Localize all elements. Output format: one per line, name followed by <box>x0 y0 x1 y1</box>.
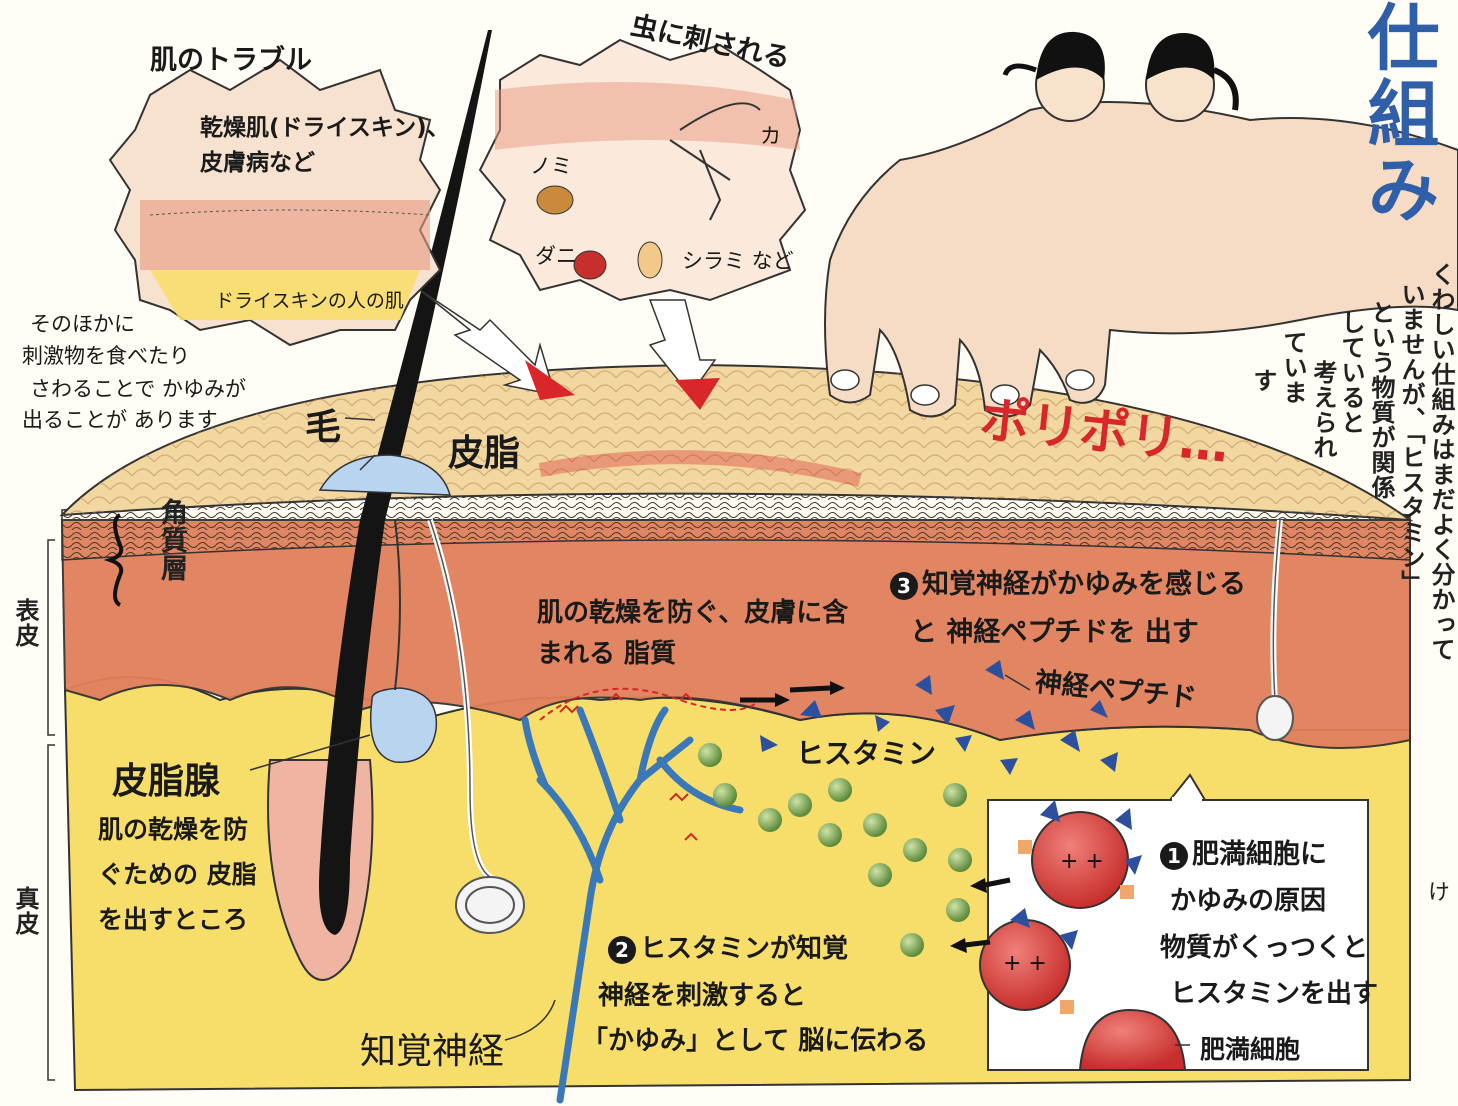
right-column-3: という物質が関係 <box>1364 300 1399 500</box>
label-dermis: 真皮 <box>8 886 43 936</box>
right-column-1: くわしい仕組みはまだよく分かって <box>1424 262 1458 662</box>
side-note-1: そのほかに <box>30 308 135 338</box>
right-column-2: いませんが、「ヒスタミン」 <box>1394 282 1429 595</box>
sebaceous-gland <box>371 688 437 762</box>
sebaceous-desc-3: を出すところ <box>98 900 248 936</box>
svg-text:+ +: + + <box>1060 849 1104 874</box>
right-column-5: 考えられ <box>1306 360 1341 460</box>
insect-flea-label: ノミ <box>530 150 572 180</box>
illustration-credit: え・うちやま だいすけ <box>1420 880 1458 1106</box>
lipid-text-2: まれる 脂質 <box>537 633 676 670</box>
step-1-line-4: ヒスタミンを出す <box>1170 973 1378 1010</box>
lipid-text-1: 肌の乾燥を防ぐ、皮膚に含 <box>537 592 848 629</box>
step-2-line-2: 神経を刺激すると <box>598 975 806 1012</box>
title-vertical: 仕組み <box>1345 0 1450 228</box>
step-1-number: 1 <box>1160 842 1188 870</box>
side-note-3: さわることで かゆみが <box>30 373 246 403</box>
right-column-7: す <box>1246 368 1281 393</box>
step-3-line-2: と 神経ペプチドを 出す <box>910 610 1199 649</box>
side-note-4: 出ることが あります <box>22 404 218 434</box>
trouble-text-1: 乾燥肌(ドライスキン)、 <box>200 108 450 142</box>
tick-icon <box>574 251 606 279</box>
label-histamine: ヒスタミン <box>796 732 936 772</box>
label-sebum: 皮脂 <box>448 424 520 476</box>
label-epidermis: 表皮 <box>8 598 43 648</box>
step-1-text-1: 肥満細胞に <box>1192 839 1327 870</box>
label-stratum-corneum: 角質層 <box>152 498 191 582</box>
louse-icon <box>638 242 662 278</box>
label-sebaceous-gland: 皮脂腺 <box>112 752 220 804</box>
step-2-line-3: 「かゆみ」として 脳に伝わる <box>582 1020 928 1057</box>
step-1-line-2: かゆみの原因 <box>1170 880 1326 917</box>
sebaceous-desc-2: ぐための 皮脂 <box>98 855 257 891</box>
insect-tick-label: ダニ <box>535 240 577 270</box>
step-2-number: 2 <box>608 936 636 964</box>
trouble-heading: 肌のトラブル <box>150 38 312 77</box>
insect-mosquito-label: カ <box>760 120 781 150</box>
right-column-6: ていま <box>1276 330 1311 405</box>
sebaceous-desc-1: 肌の乾燥を防 <box>98 810 248 846</box>
insect-louse-label: シラミ など <box>682 245 794 275</box>
dry-skin-label: ドライスキンの人の肌 <box>215 286 404 313</box>
step-3-number: 3 <box>890 572 918 600</box>
trouble-text-2: 皮膚病など <box>200 143 315 177</box>
step-2-text-1: ヒスタミンが知覚 <box>640 934 848 964</box>
step-3-text-1: 知覚神経がかゆみを感じる <box>922 569 1246 600</box>
svg-text:+ +: + + <box>1003 951 1047 976</box>
label-hair: 毛 <box>305 398 341 450</box>
label-mast-cell: 肥満細胞 <box>1200 1030 1300 1066</box>
label-sensory-nerve: 知覚神経 <box>360 1022 504 1074</box>
flea-icon <box>537 186 573 214</box>
step-1-line-3: 物質がくっつくと <box>1160 927 1368 964</box>
side-note-2: 刺激物を食べたり <box>22 340 190 370</box>
